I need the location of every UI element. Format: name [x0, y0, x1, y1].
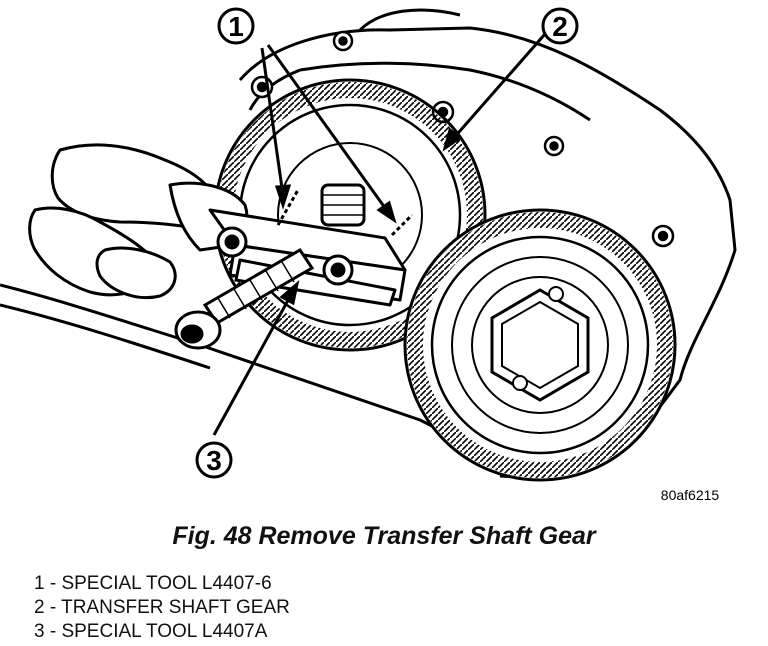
legend-item: 2 - TRANSFER SHAFT GEAR	[34, 597, 290, 618]
figure-legend: 1 - SPECIAL TOOL L4407-6 2 - TRANSFER SH…	[34, 572, 290, 644]
special-tool-forcing-screw	[174, 247, 315, 350]
svg-text:1: 1	[228, 11, 244, 42]
svg-text:2: 2	[552, 11, 568, 42]
svg-text:3: 3	[206, 445, 222, 476]
callout-2: 2	[541, 7, 579, 45]
gear-removal-illustration: 1 2 3 80af6215	[0, 7, 737, 503]
legend-item: 3 - SPECIAL TOOL L4407A	[34, 621, 268, 642]
lower-gear	[403, 208, 677, 482]
callout-3: 3	[195, 441, 233, 479]
puller-screws	[276, 183, 414, 237]
figure-code: 80af6215	[661, 487, 720, 503]
technician-hands	[28, 143, 249, 300]
leader-arrows	[212, 33, 547, 436]
special-tool-puller-bar	[208, 208, 407, 307]
callout-1: 1	[217, 7, 255, 45]
figure-caption: Fig. 48 Remove Transfer Shaft Gear	[172, 522, 596, 550]
legend-item: 1 - SPECIAL TOOL L4407-6	[34, 573, 272, 594]
